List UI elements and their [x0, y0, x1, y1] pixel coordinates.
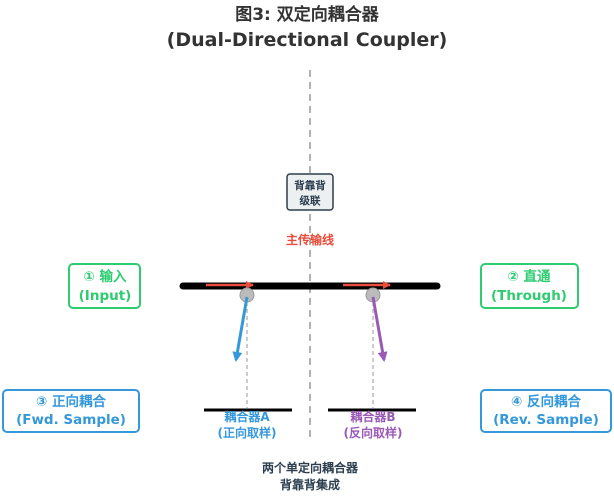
title-line-1: 图3: 双定向耦合器	[235, 4, 380, 25]
main-line-label: 主传输线	[286, 232, 334, 247]
coupler-b-line-2: (反向取样)	[344, 425, 403, 440]
port-fwd-sample: ③ 正向耦合 (Fwd. Sample)	[2, 389, 140, 433]
fwd-coupled-arrow	[232, 296, 249, 362]
port-rev-sample: ④ 反向耦合 (Rev. Sample)	[480, 389, 612, 433]
port-rev-line-1: ④ 反向耦合	[511, 393, 582, 410]
bottom-note-line-1: 两个单定向耦合器	[262, 460, 359, 475]
port-fwd-box	[2, 389, 140, 433]
port-through-line-1: ② 直通	[507, 268, 551, 285]
center-box-line-2: 级联	[300, 194, 321, 207]
coupler-a-line-2: (正向取样)	[218, 425, 277, 440]
center-box	[286, 173, 334, 211]
bottom-note-line-2: 背靠背集成	[280, 477, 340, 492]
port-rev-box	[480, 389, 612, 433]
port-input-box	[68, 263, 141, 309]
port-through: ② 直通 (Through)	[480, 263, 579, 309]
port-through-box	[480, 263, 579, 309]
port-fwd-line-2: (Fwd. Sample)	[16, 412, 126, 428]
title-line-2: (Dual-Directional Coupler)	[167, 29, 448, 51]
rev-coupled-arrow	[371, 296, 388, 362]
port-rev-line-2: (Rev. Sample)	[493, 412, 599, 428]
coupler-a-line-1: 耦合器A	[224, 409, 270, 424]
coupler-b-line-1: 耦合器B	[350, 409, 395, 424]
port-input-line-1: ① 输入	[83, 268, 127, 285]
port-input: ① 输入 (Input)	[68, 263, 141, 309]
port-through-line-2: (Through)	[491, 288, 567, 304]
center-box-line-1: 背靠背	[294, 179, 326, 192]
port-input-line-2: (Input)	[79, 288, 132, 304]
port-fwd-line-1: ③ 正向耦合	[36, 393, 107, 410]
